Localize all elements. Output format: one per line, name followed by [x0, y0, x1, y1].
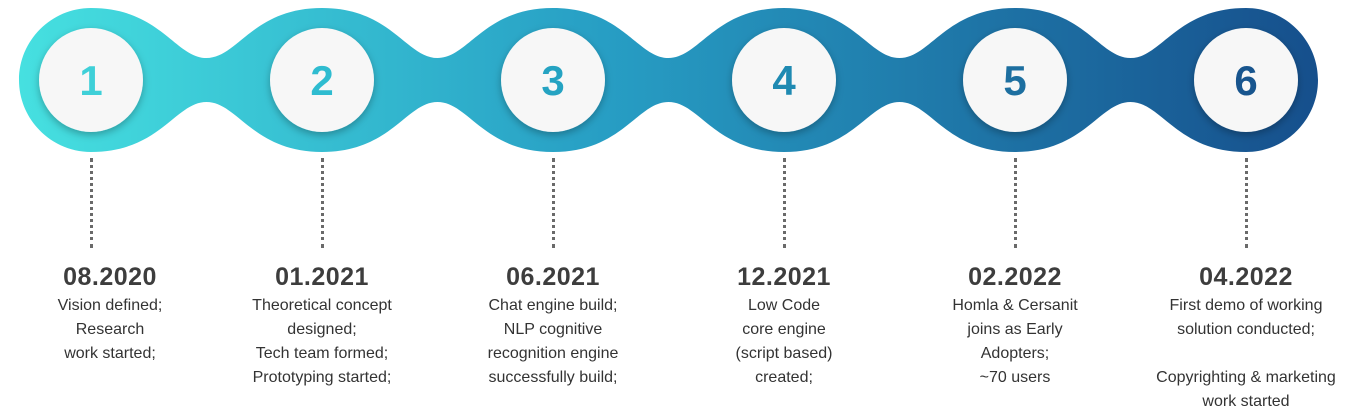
milestone-connector [1013, 158, 1017, 248]
milestone-connector [551, 158, 555, 248]
milestone-date: 04.2022 [1199, 263, 1293, 291]
milestone-node-6: 6 [1194, 28, 1298, 132]
milestone-node-4: 4 [732, 28, 836, 132]
milestone-connector [782, 158, 786, 248]
milestone-number: 3 [541, 57, 564, 104]
milestone-circle [39, 28, 143, 132]
milestone-circle [963, 28, 1067, 132]
milestone-description: First demo of working solution conducted… [1156, 297, 1336, 410]
milestone-date: 08.2020 [63, 263, 157, 291]
timeline-band: 1 2 3 4 5 6 [19, 8, 1318, 152]
milestone-connector [1244, 158, 1248, 248]
milestone-connector [89, 158, 93, 248]
milestone-node-5: 5 [963, 28, 1067, 132]
milestone-circle [1194, 28, 1298, 132]
milestone-number: 4 [772, 57, 796, 104]
milestone-number: 5 [1003, 57, 1026, 104]
milestone-description: Theoretical concept designed; Tech team … [252, 297, 392, 386]
milestone-node-3: 3 [501, 28, 605, 132]
milestone-description: Vision defined; Research work started; [57, 297, 163, 362]
milestone-description: Low Code core engine (script based) crea… [735, 297, 833, 386]
milestone-circle [732, 28, 836, 132]
milestone-date: 06.2021 [506, 263, 600, 291]
milestone-node-2: 2 [270, 28, 374, 132]
milestone-date: 12.2021 [737, 263, 831, 291]
timeline-band-shape [19, 8, 1318, 152]
milestone-circle [501, 28, 605, 132]
milestone-node-1: 1 [39, 28, 143, 132]
milestone-date: 02.2022 [968, 263, 1062, 291]
milestone-date: 01.2021 [275, 263, 369, 291]
milestone-description: Chat engine build; NLP cognitive recogni… [487, 297, 619, 386]
milestone-circle [270, 28, 374, 132]
milestone-number: 2 [310, 57, 333, 104]
milestone-description: Homla & Cersanit joins as Early Adopters… [952, 297, 1078, 386]
milestone-connector [320, 158, 324, 248]
milestone-number: 6 [1234, 57, 1257, 104]
milestone-number: 1 [79, 57, 102, 104]
